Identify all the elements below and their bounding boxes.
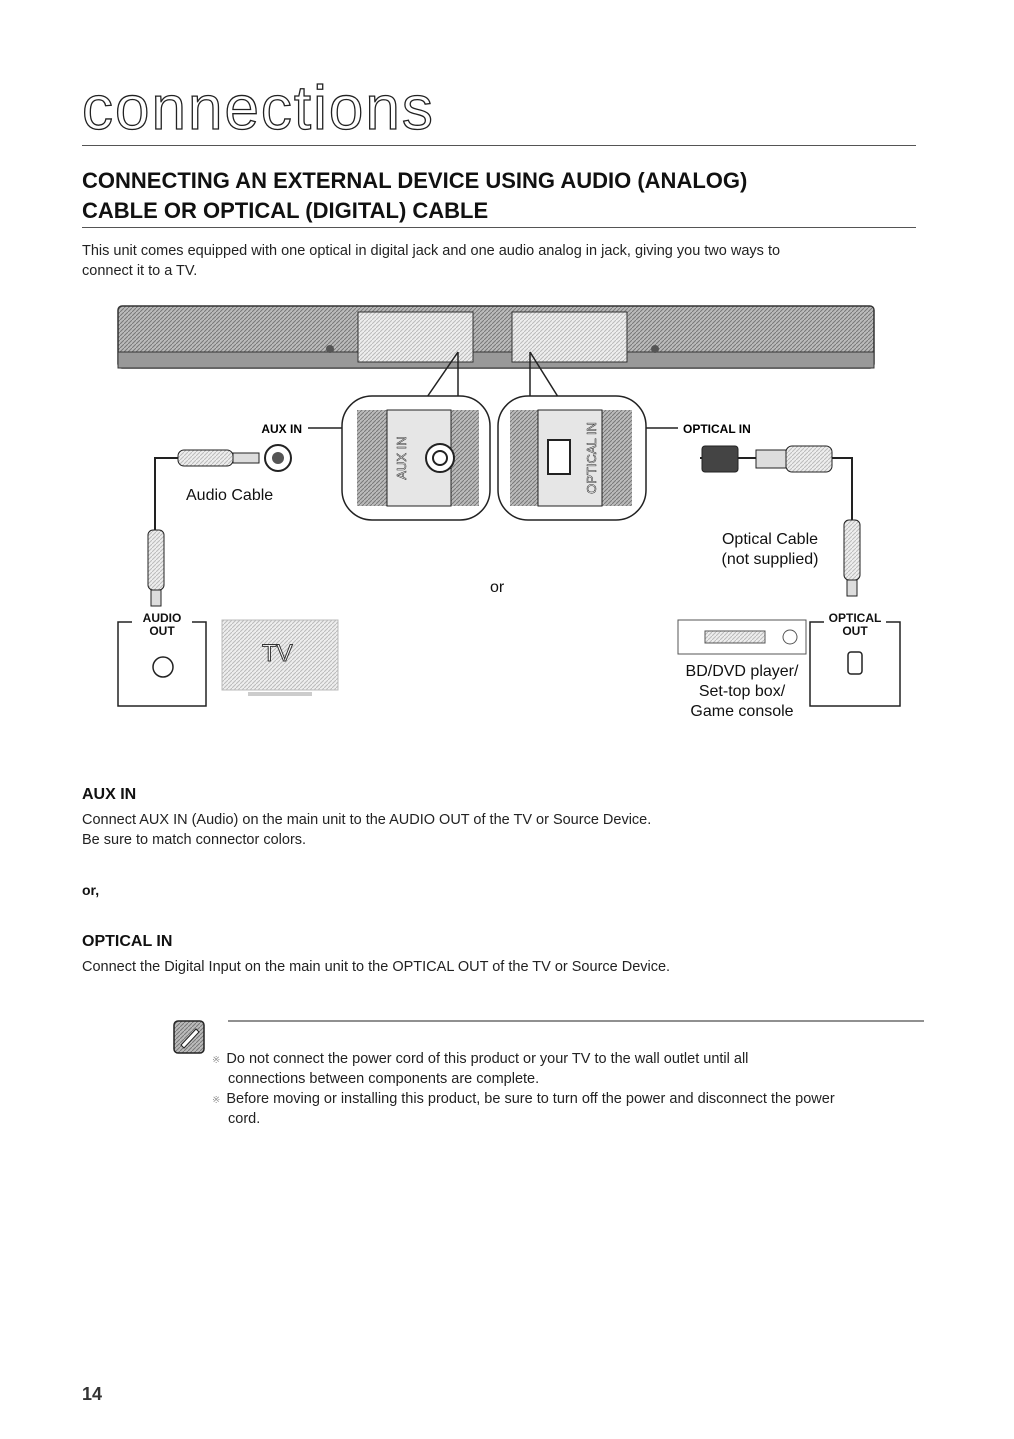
page-heading: CONNECTING AN EXTERNAL DEVICE USING AUDI…: [82, 166, 922, 226]
audio-cable-illustration: [147, 444, 292, 607]
tv-illustration: [221, 619, 339, 696]
heading-line-2: CABLE OR OPTICAL (DIGITAL) CABLE: [82, 198, 489, 223]
optical-out-label: OPTICAL OUT: [822, 612, 888, 638]
optical-out-box: [809, 614, 901, 707]
soundbar-illustration: [117, 305, 875, 369]
optical-in-callout: OPTICAL IN: [497, 395, 647, 521]
player-caption-line-3: Game console: [690, 703, 794, 720]
audio-out-box: [117, 614, 207, 707]
aux-port-text: AUX IN: [394, 436, 409, 479]
optical-out-label-line-1: OPTICAL: [828, 611, 882, 625]
intro-line-1: This unit comes equipped with one optica…: [82, 243, 781, 259]
note-1-line-1: Do not connect the power cord of this pr…: [226, 1051, 749, 1067]
or-separator: or: [490, 579, 505, 596]
player-caption-line-2: Set-top box/: [698, 683, 786, 700]
optical-cable-caption-line-1: Optical Cable: [721, 531, 819, 548]
or-heading: or,: [82, 882, 100, 898]
optical-cable-caption-line-2: (not supplied): [721, 551, 819, 568]
aux-in-callout: AUX IN: [341, 395, 491, 521]
aux-in-body: Connect AUX IN (Audio) on the main unit …: [82, 810, 922, 850]
aux-in-label: AUX IN: [261, 422, 302, 436]
heading-line-1: CONNECTING AN EXTERNAL DEVICE USING AUDI…: [82, 168, 748, 193]
note-1-continued: connections between components are compl…: [228, 1071, 540, 1087]
optical-cable-caption: Optical Cable (not supplied): [700, 530, 840, 570]
note-box: ※ Do not connect the power cord of this p…: [172, 1019, 924, 1131]
audio-cable-caption: Audio Cable: [186, 487, 274, 504]
aux-in-body-line-2: Be sure to match connector colors.: [82, 832, 307, 848]
audio-out-label-line-1: AUDIO: [142, 611, 182, 625]
optical-cable-illustration: [700, 445, 861, 597]
optical-out-label-line-2: OUT: [842, 624, 868, 638]
player-caption-line-1: BD/DVD player/: [685, 663, 799, 680]
intro-line-2: connect it to a TV.: [82, 263, 198, 279]
optical-port-text: OPTICAL IN: [584, 422, 599, 494]
note-2-line-1: Before moving or installing this product…: [226, 1091, 835, 1107]
heading-rule: [82, 227, 916, 228]
aux-in-heading: AUX IN: [82, 786, 137, 803]
optical-in-body: Connect the Digital Input on the main un…: [82, 959, 671, 975]
intro-paragraph: This unit comes equipped with one optica…: [82, 241, 922, 281]
aux-in-body-line-1: Connect AUX IN (Audio) on the main unit …: [82, 812, 652, 828]
audio-out-label: AUDIO OUT: [132, 612, 192, 638]
note-2: ※ Before moving or installing this produc…: [212, 1089, 924, 1111]
page-number: 14: [82, 1384, 103, 1404]
note-bullet-icon: ※: [212, 1095, 221, 1106]
player-caption: BD/DVD player/ Set-top box/ Game console: [672, 662, 812, 722]
tv-label: TV: [262, 640, 294, 668]
optical-in-label: OPTICAL IN: [683, 422, 751, 436]
title-rule: [82, 145, 916, 146]
connection-diagram: AUX IN OPTICAL IN AUX IN OPTICAL IN: [117, 305, 901, 707]
note-icon: [173, 1020, 924, 1054]
player-illustration: [677, 619, 807, 655]
note-2-continued: cord.: [228, 1111, 261, 1127]
section-title: connections: [81, 74, 435, 143]
audio-out-label-line-2: OUT: [149, 624, 175, 638]
note-bullet-icon: ※: [212, 1055, 221, 1066]
optical-in-heading: OPTICAL IN: [82, 933, 173, 950]
note-1: ※ Do not connect the power cord of this p…: [212, 1049, 924, 1071]
